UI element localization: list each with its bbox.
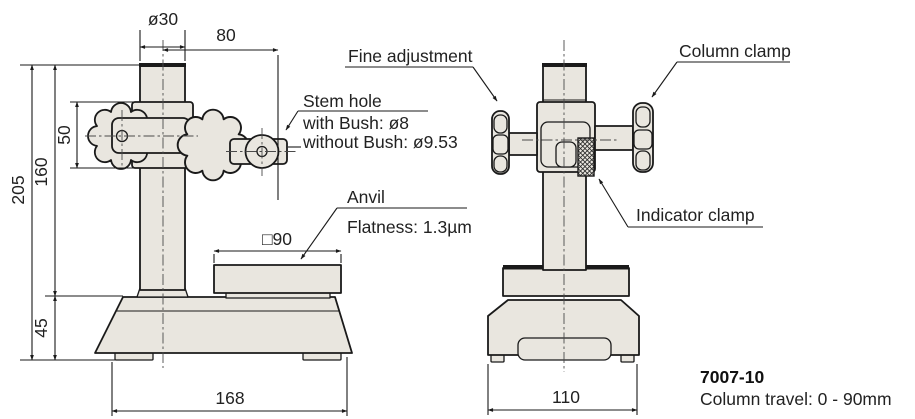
label-anvil-flatness: Flatness: 1.3µm [347, 217, 472, 237]
side-clamp-inner-small [555, 141, 577, 168]
front-base [94, 296, 353, 354]
front-column-top-edge [139, 63, 186, 67]
side-fine-knob-lobe-bottom [493, 155, 508, 173]
side-fine-adjustment-stem [508, 132, 538, 156]
column-travel-spec: Column travel: 0 - 90mm [700, 389, 892, 409]
label-indicator-clamp: Indicator clamp [636, 205, 755, 225]
dim-overall-height: 205 [8, 175, 28, 204]
dimensions-side: 110 [487, 364, 638, 415]
label-stem-hole-without-bush: without Bush: ø9.53 [302, 132, 458, 152]
dimensions-front: ø30 80 205 160 50 45 □90 168 [8, 9, 348, 416]
side-anvil [502, 267, 630, 297]
front-view [85, 40, 353, 368]
dim-base-width-front: 168 [215, 388, 244, 408]
side-base-front-pad [517, 337, 612, 361]
model-number: 7007-10 [700, 367, 764, 387]
dim-base-height: 45 [31, 318, 51, 337]
side-clamp-knob-lobe-top [635, 106, 651, 128]
dim-anvil-size: □90 [262, 229, 292, 249]
dim-base-width-side: 110 [552, 387, 580, 407]
callouts: Fine adjustment Column clamp Stem hole w… [285, 41, 791, 260]
label-anvil-title: Anvil [347, 187, 385, 207]
side-fine-knob-lobe-top [493, 114, 508, 134]
side-fine-knob-lobe-mid [492, 134, 509, 155]
side-column-clamp-stem [594, 125, 634, 151]
label-stem-hole-title: Stem hole [303, 91, 382, 111]
front-anvil [213, 264, 342, 294]
dim-column-height: 160 [31, 157, 51, 186]
dim-arm-reach: 80 [216, 25, 236, 45]
side-view [487, 40, 654, 372]
label-stem-hole-with-bush: with Bush: ø8 [302, 113, 409, 133]
label-fine-adjustment: Fine adjustment [348, 46, 473, 66]
front-column [139, 64, 186, 291]
side-clamp-knob-lobe-mid [633, 129, 653, 150]
dim-column-diameter: ø30 [148, 9, 178, 29]
label-column-clamp: Column clamp [679, 41, 791, 61]
side-clamp-knob-lobe-bottom [635, 150, 651, 171]
model-info: 7007-10 Column travel: 0 - 90mm [700, 367, 892, 409]
side-indicator-clamp-knob [577, 137, 595, 177]
side-column-top-edge [542, 63, 587, 67]
dim-clamp-height: 50 [54, 125, 74, 145]
